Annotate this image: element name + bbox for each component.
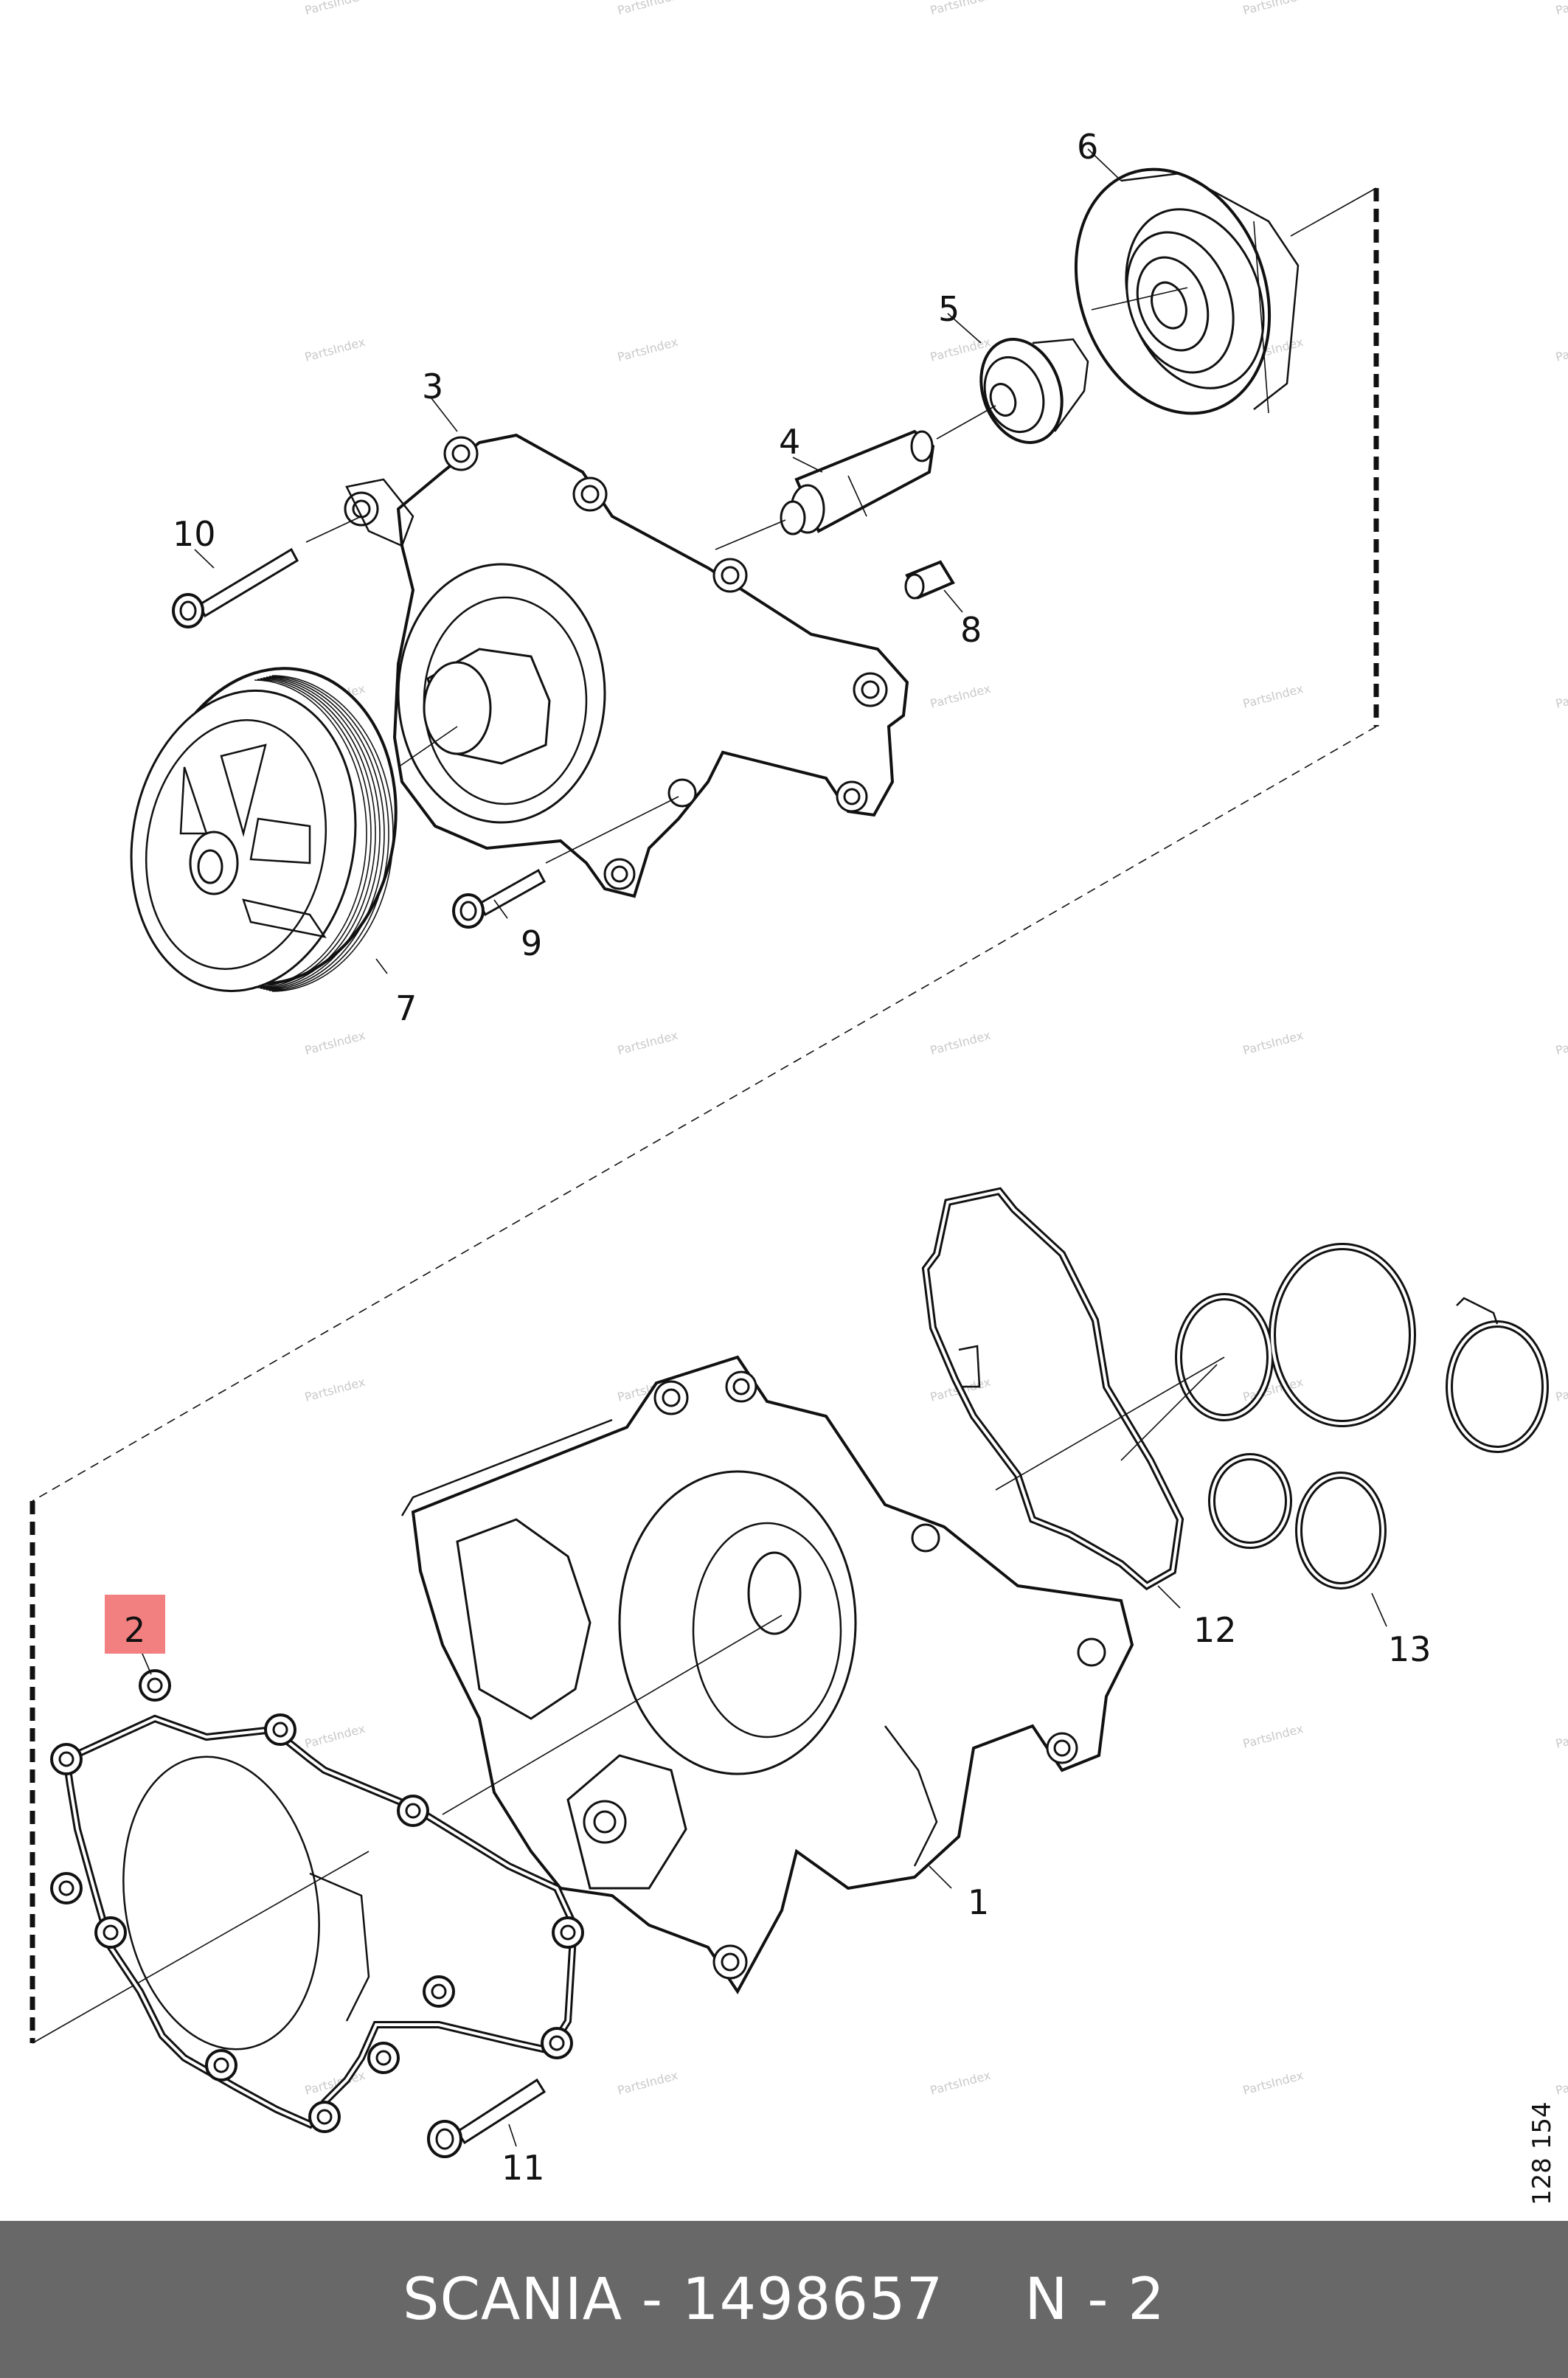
gasket-bolt-hole-inner — [405, 1803, 421, 1819]
gasket-bolt-hole-inner — [560, 1924, 576, 1941]
gasket-bolt-hole-inner — [316, 2109, 333, 2125]
label-2: 2 — [124, 1610, 145, 1650]
gasket-bolt-hole-inner — [431, 1983, 447, 2000]
label-12: 12 — [1193, 1610, 1237, 1650]
label-8: 8 — [960, 610, 982, 650]
watermark-text: PartsIndex — [616, 335, 679, 364]
part-10-bolt — [172, 547, 299, 628]
watermark-text: PartsIndex — [303, 1375, 367, 1404]
watermark-text: PartsIndex — [1241, 1028, 1305, 1058]
part-labels: 6 5 4 3 10 8 9 7 2 1 12 13 11 128 154 — [105, 127, 1557, 2205]
label-10: 10 — [173, 514, 216, 554]
label-9: 9 — [521, 923, 542, 963]
watermark-text: PartsIndex — [1554, 2068, 1568, 2098]
watermark-text: PartsIndex — [1554, 0, 1568, 18]
footer-position: N - 2 — [1024, 2266, 1165, 2333]
part-1-cover-housing — [400, 1355, 1134, 1994]
watermark-text: PartsIndex — [1241, 1722, 1305, 1751]
watermark-text: PartsIndex — [1241, 2068, 1305, 2098]
watermark-text: PartsIndex — [1241, 0, 1305, 18]
watermark-text: PartsIndex — [929, 0, 992, 18]
label-6: 6 — [1077, 127, 1098, 167]
part-2-gasket — [50, 1669, 584, 2133]
watermark-text: PartsIndex — [929, 1028, 992, 1058]
gasket-bolt-hole-inner — [58, 1880, 74, 1896]
watermark-text: PartsIndex — [303, 1028, 367, 1058]
watermark-text: PartsIndex — [303, 1722, 367, 1751]
watermark-text: PartsIndex — [1554, 682, 1568, 711]
gasket-bolt-hole-inner — [58, 1751, 74, 1767]
watermark-text: PartsIndex — [616, 0, 679, 18]
gasket-bolt-hole-inner — [549, 2035, 565, 2051]
part-9-bolt — [452, 868, 547, 929]
watermark-text: PartsIndex — [1554, 1375, 1568, 1404]
watermark-text: PartsIndex — [1554, 1722, 1568, 1751]
label-7: 7 — [395, 988, 417, 1028]
watermark-text: PartsIndex — [303, 335, 367, 364]
part-7-pulley — [130, 667, 398, 993]
footer-bar: SCANIA - 1498657 N - 2 — [0, 2221, 1568, 2378]
watermark-text: PartsIndex — [1554, 1028, 1568, 1058]
label-4: 4 — [779, 422, 800, 462]
gasket-bolt-hole-inner — [103, 1924, 119, 1941]
label-3: 3 — [422, 367, 443, 406]
part-13-gasket — [1175, 1243, 1549, 1590]
part-5-seal — [979, 338, 1089, 444]
gasket-bolt-hole-inner — [147, 1677, 163, 1694]
highlight-box-2 — [105, 1595, 165, 1654]
watermark-text: PartsIndex — [616, 1028, 679, 1058]
watermark-text: PartsIndex — [1241, 682, 1305, 711]
leader-lines — [139, 148, 1387, 2147]
part-8-bush — [904, 560, 963, 613]
part-4-shaft — [780, 429, 935, 535]
gasket-bolt-hole-inner — [375, 2050, 392, 2066]
footer-brand-part-number: SCANIA - 1498657 — [403, 2266, 944, 2333]
watermark-text: PartsIndex — [929, 335, 992, 364]
watermark-text: PartsIndex — [929, 682, 992, 711]
watermark-text: PartsIndex — [616, 2068, 679, 2098]
assembly-boundary-dashed — [30, 187, 1379, 2044]
part-12-gasket — [921, 1187, 1184, 1591]
label-13: 13 — [1388, 1629, 1432, 1669]
gasket-bolt-hole-inner — [272, 1722, 288, 1738]
label-1: 1 — [968, 1882, 989, 1922]
drawing-number: 128 154 — [1527, 2101, 1557, 2205]
part-3-pump-housing — [344, 433, 909, 898]
watermark-text: PartsIndex — [303, 0, 367, 18]
gasket-bolt-hole-inner — [213, 2057, 229, 2073]
label-11: 11 — [502, 2148, 545, 2188]
part-11-bolt — [427, 2078, 547, 2158]
label-5: 5 — [938, 289, 960, 329]
watermark-text: PartsIndex — [1554, 335, 1568, 364]
watermark-text: PartsIndex — [929, 2068, 992, 2098]
